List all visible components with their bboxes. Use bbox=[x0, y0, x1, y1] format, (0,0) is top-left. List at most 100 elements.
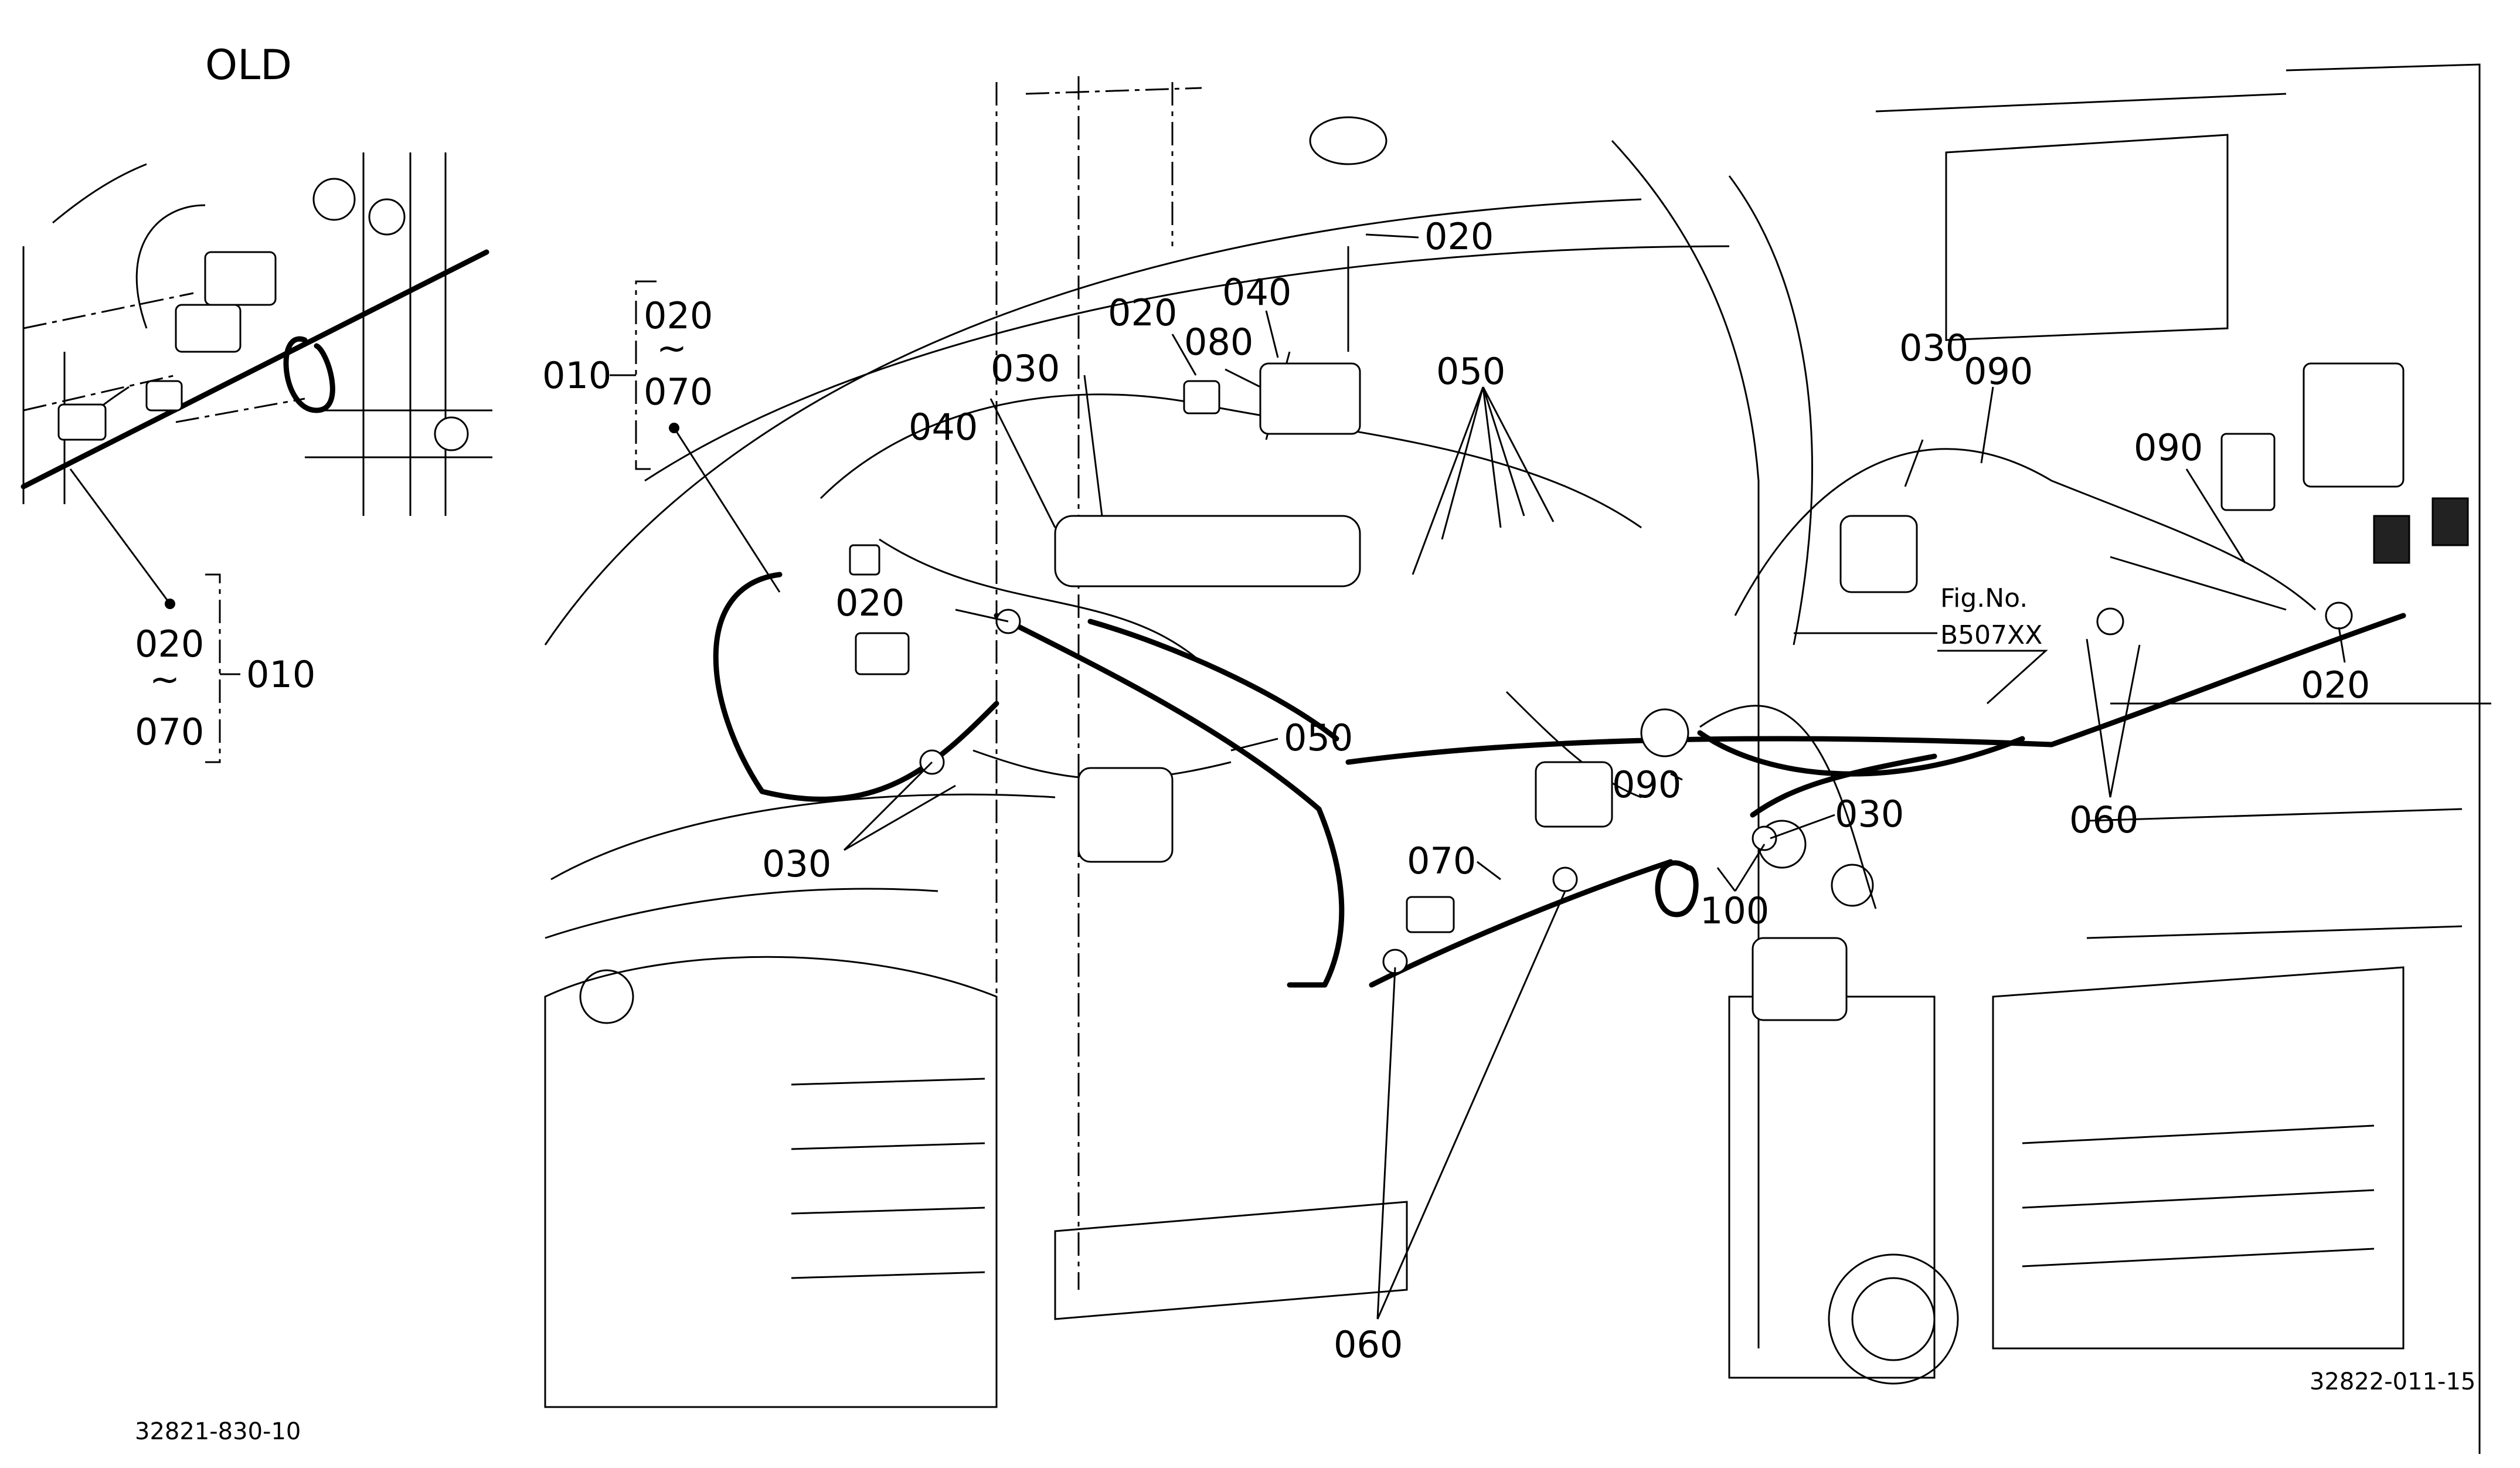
leader-040-left bbox=[989, 398, 1056, 528]
leader-090-top bbox=[1980, 386, 1994, 464]
leader-040-top bbox=[1265, 310, 1279, 358]
clamp-020-right bbox=[2325, 602, 2353, 630]
leader-020-right bbox=[2338, 627, 2346, 663]
inset-grommet bbox=[368, 198, 406, 236]
callout-090-mid: 090 bbox=[1612, 763, 1681, 806]
inset-sensor bbox=[312, 178, 356, 221]
main-range-parent: 010 bbox=[542, 354, 611, 397]
main-range-bracket bbox=[635, 280, 657, 470]
frame-pillar bbox=[1611, 140, 1813, 1348]
inset-leader-dot bbox=[165, 599, 175, 609]
old-title: OLD bbox=[205, 41, 292, 89]
clamp-060-bottom-2 bbox=[1552, 866, 1578, 892]
leader-030-right bbox=[1904, 439, 1924, 487]
hood-top-outline bbox=[544, 198, 1730, 645]
callout-020-left: 020 bbox=[835, 582, 904, 624]
leader-090-right bbox=[2185, 468, 2246, 563]
rear-housing bbox=[1875, 93, 2287, 341]
inset-grommet-2 bbox=[434, 416, 469, 451]
main-range-tilde: ~ bbox=[657, 327, 687, 369]
fuel-sender-cap bbox=[1309, 116, 1387, 165]
rear-valve bbox=[1839, 515, 1918, 593]
figure-ref-label: Fig.No. bbox=[1940, 583, 2028, 613]
main-range-dot bbox=[669, 423, 679, 433]
callout-040-top: 040 bbox=[1222, 271, 1291, 314]
connector-top bbox=[1183, 380, 1220, 414]
leader-020-mid bbox=[1171, 334, 1197, 376]
inset-leader bbox=[69, 468, 171, 604]
leader-070 bbox=[1477, 861, 1501, 881]
callout-060-bottom: 060 bbox=[1334, 1323, 1403, 1366]
inset-range-bracket bbox=[205, 573, 221, 763]
frame-hole-2 bbox=[1831, 864, 1874, 907]
inset-connector bbox=[57, 403, 107, 441]
leaders-030-left bbox=[843, 761, 956, 851]
inset-range-bottom: 070 bbox=[135, 711, 204, 753]
callout-020-top: 020 bbox=[1424, 215, 1494, 258]
main-range-bottom: 070 bbox=[644, 371, 713, 413]
step-plate bbox=[1992, 966, 2405, 1350]
callout-090-right: 090 bbox=[2134, 426, 2203, 469]
hydraulic-block bbox=[1752, 937, 1848, 1021]
inset-frame bbox=[17, 152, 493, 516]
inset-range-top: 020 bbox=[135, 623, 204, 665]
harness-branch bbox=[1087, 619, 1339, 742]
callout-080: 080 bbox=[1184, 321, 1253, 363]
leader-030-mid bbox=[1770, 814, 1835, 840]
callout-050-top: 050 bbox=[1436, 350, 1505, 393]
inset-loop-wire bbox=[283, 336, 335, 413]
callout-030-top: 030 bbox=[991, 347, 1060, 390]
injection-pump bbox=[1077, 767, 1174, 863]
brand-badge bbox=[579, 969, 634, 1024]
sensor-right bbox=[1640, 708, 1689, 757]
leader-050-mid bbox=[1230, 738, 1278, 752]
callout-020-right: 020 bbox=[2301, 664, 2370, 706]
thin-branches-right bbox=[1699, 556, 2287, 909]
inset-valve-block bbox=[204, 251, 277, 306]
connector-070 bbox=[1406, 896, 1455, 933]
connector-small bbox=[849, 544, 880, 576]
ecu-module bbox=[2303, 362, 2405, 488]
harness-small-loop bbox=[1655, 860, 1699, 918]
leader-020-left bbox=[955, 609, 1009, 623]
leader-020-top bbox=[1365, 233, 1419, 239]
figure-ref-number[interactable]: B507XX bbox=[1940, 620, 2042, 650]
axle-support bbox=[1728, 995, 1936, 1379]
inset-reference-number: 32821-830-10 bbox=[135, 1418, 301, 1445]
oil-pan bbox=[1054, 1201, 1408, 1320]
callout-090-top: 090 bbox=[1964, 350, 2033, 393]
common-rail bbox=[1054, 515, 1361, 587]
inset-range-parent: 010 bbox=[246, 653, 315, 696]
cab-structure bbox=[2086, 63, 2491, 1454]
inset-connector-2 bbox=[145, 380, 183, 412]
relay-2 bbox=[2431, 497, 2469, 546]
inset-main-wire bbox=[21, 249, 489, 490]
clamp-030-mid bbox=[1752, 825, 1777, 851]
connector-left bbox=[855, 632, 910, 675]
callout-050-mid: 050 bbox=[1284, 716, 1353, 759]
callout-100: 100 bbox=[1700, 889, 1769, 932]
front-grille-outline bbox=[544, 956, 998, 1408]
inset-range-tilde: ~ bbox=[149, 658, 180, 701]
leaders-050-top bbox=[1412, 386, 1555, 575]
harness-sleeve bbox=[1750, 753, 1937, 818]
main-range-top: 020 bbox=[644, 294, 713, 337]
main-range-leader bbox=[673, 427, 781, 593]
scv-valve bbox=[1535, 761, 1613, 828]
callout-060-right: 060 bbox=[2069, 798, 2138, 841]
panel-hidden-lines bbox=[995, 76, 1202, 1348]
inset-chassis bbox=[22, 152, 492, 516]
thin-harness-upper bbox=[819, 393, 2317, 616]
leader-030-top bbox=[1083, 375, 1103, 516]
axle-hub-outer bbox=[1828, 1253, 1959, 1385]
leader-090-mid bbox=[1670, 773, 1683, 781]
relay-1 bbox=[2373, 515, 2410, 564]
leader-080 bbox=[1225, 368, 1261, 388]
callout-020-mid: 020 bbox=[1108, 291, 1177, 334]
leaders-100 bbox=[1716, 844, 1766, 892]
egr-valve bbox=[1259, 362, 1361, 435]
inset-valve-block-2 bbox=[175, 304, 242, 353]
figure-ref-underline bbox=[1937, 650, 2048, 705]
leaders-060-bottom bbox=[1376, 891, 1566, 1320]
